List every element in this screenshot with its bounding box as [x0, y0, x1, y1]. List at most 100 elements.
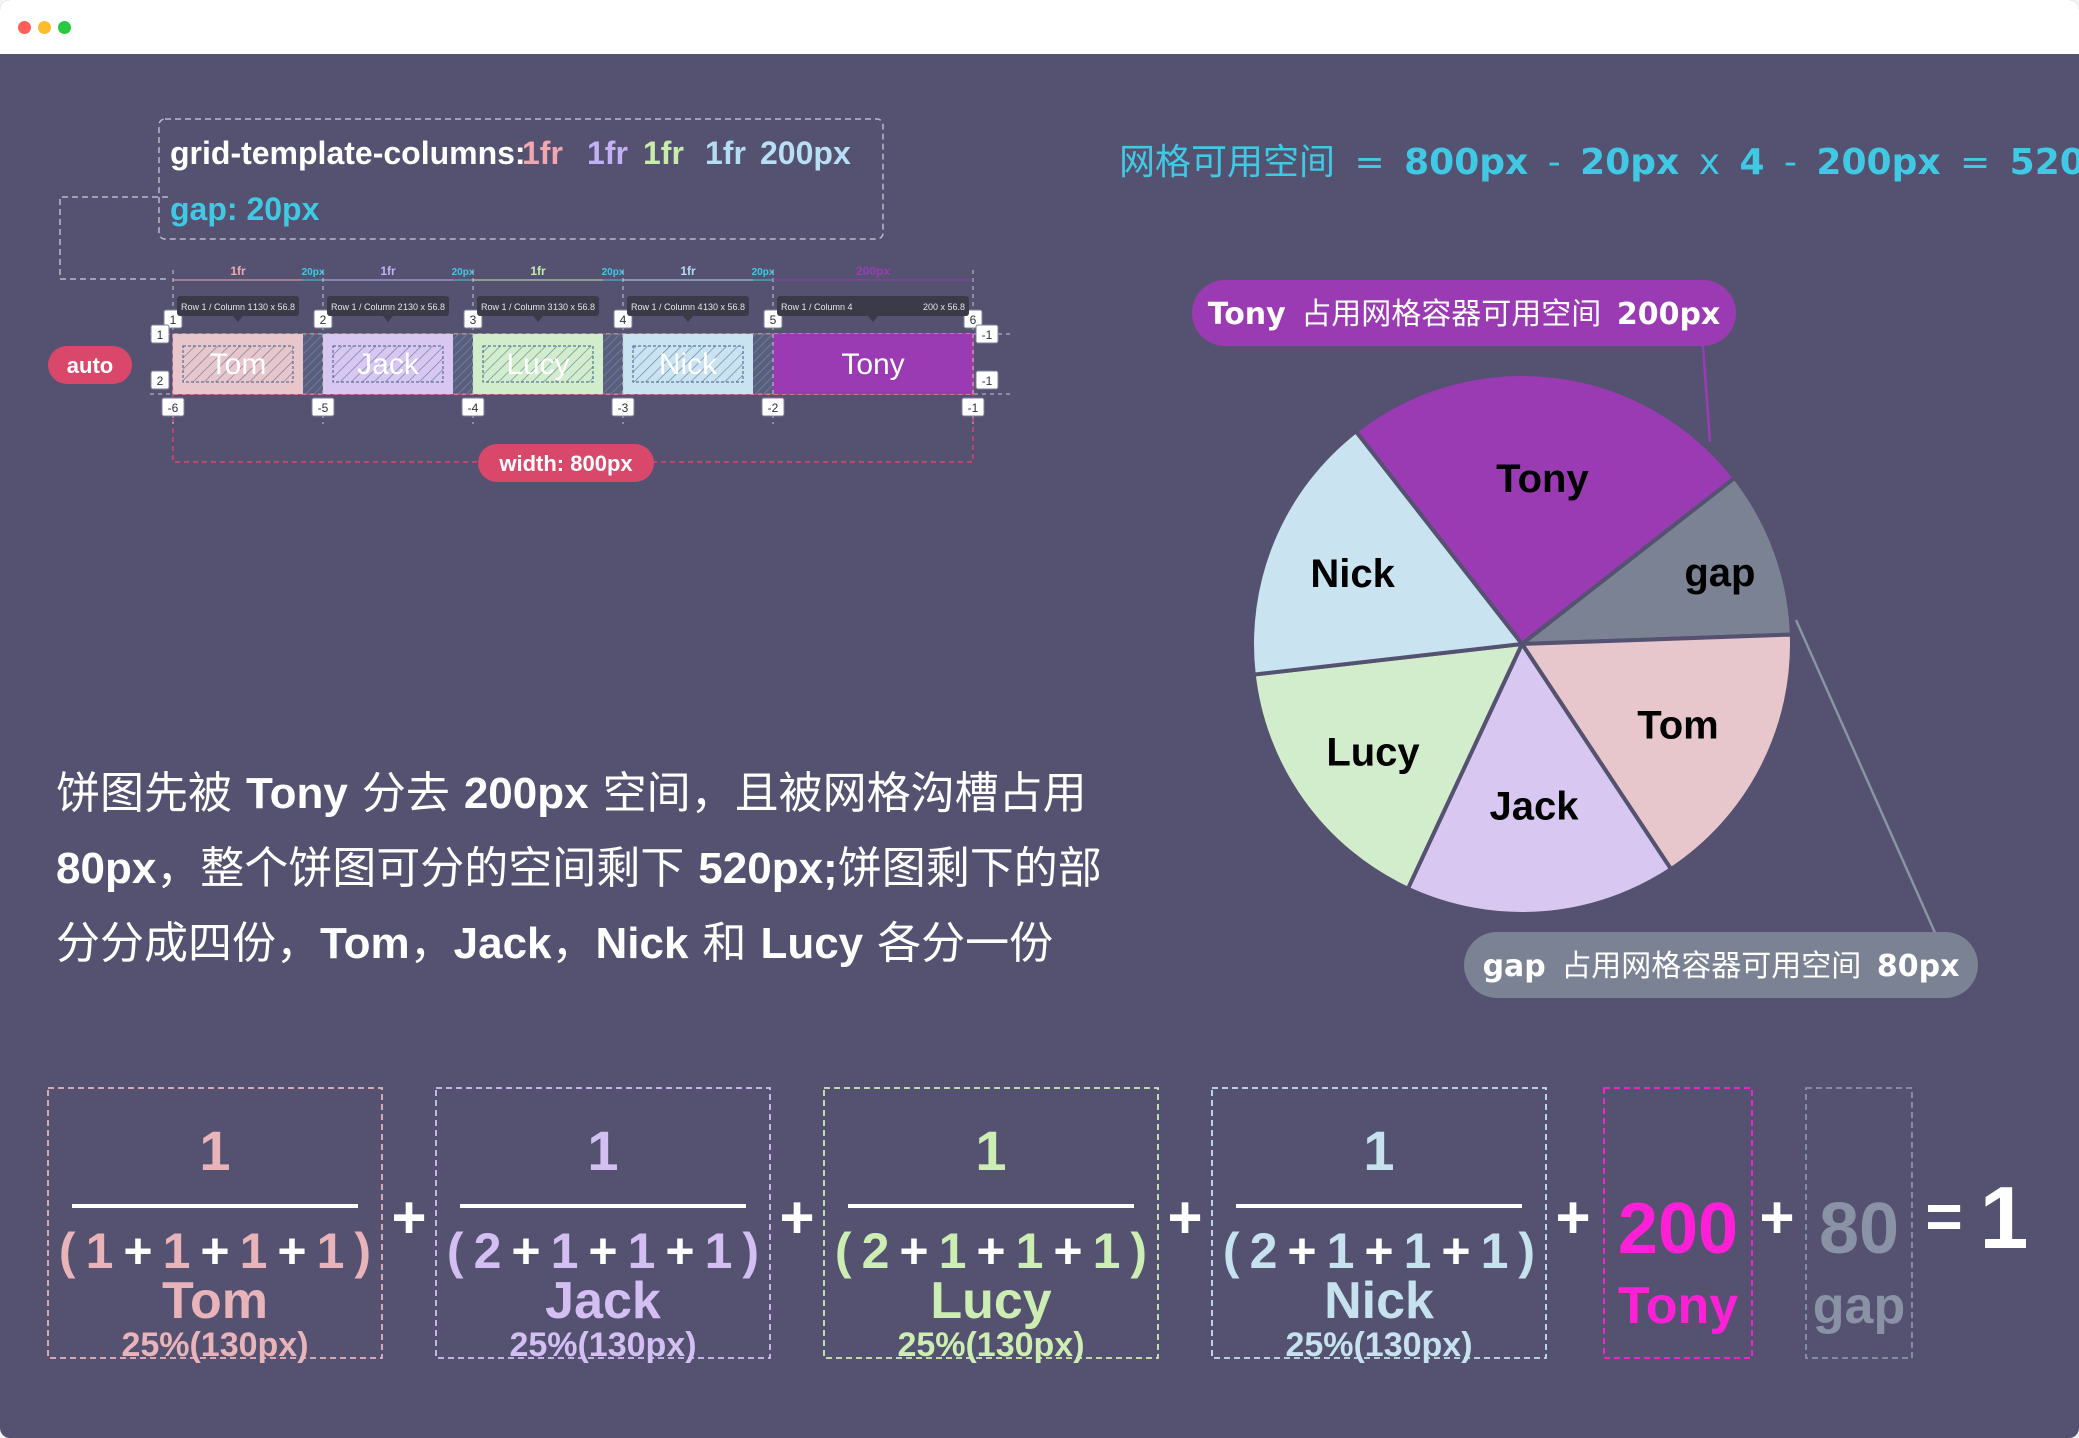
grid-cell-label: Nick: [659, 348, 718, 381]
plus-sign: +: [1287, 1223, 1316, 1279]
denominator-term: ): [1130, 1223, 1147, 1279]
gap-term-value: 80: [1819, 1189, 1899, 1269]
explanation-paragraph: 饼图先被 Tony 分去 200px 空间，且被网格沟槽占用 80px，整个饼图可…: [56, 768, 1102, 969]
row-line-number-right: [975, 370, 999, 390]
paragraph-bold-term: Jack: [454, 919, 552, 968]
grid-area-tag: [777, 296, 969, 316]
denominator-term: 1: [705, 1223, 733, 1279]
paragraph-line: 饼图先被 Tony 分去 200px 空间，且被网格沟槽占用: [56, 768, 1087, 819]
diagram-canvas: grid-template-columns: 1fr 1fr 1fr 1fr 2…: [47, 118, 2079, 1364]
tony-term-value: 200: [1618, 1189, 1738, 1269]
plus-sign: +: [277, 1223, 306, 1279]
fraction-percent: 25%(130px): [509, 1326, 696, 1364]
col-line-number-bottom: [461, 397, 485, 417]
grid-cell-tony: [773, 334, 973, 394]
paragraph-text: 分分成四份，: [56, 918, 320, 969]
col-line-number-bottom-label: -6: [168, 401, 179, 415]
grid-area-label: Row 1 / Column 4: [631, 302, 703, 312]
paragraph-bold-term: 80px: [56, 844, 157, 893]
paragraph-text: ，整个饼图可分的空间剩下: [156, 843, 698, 894]
plus-sign: +: [976, 1223, 1005, 1279]
code-box: [158, 118, 884, 240]
denominator-term: (: [447, 1223, 464, 1279]
denominator-term: (: [1223, 1223, 1240, 1279]
row-line-number-right-label: -1: [982, 374, 993, 388]
gap-term-box: [1805, 1087, 1913, 1359]
col-line-number-top-label: 6: [970, 313, 977, 327]
code-track-5: 200px: [760, 135, 851, 171]
pie-label-tony: Tony: [1496, 457, 1589, 501]
denominator-term: 1: [1481, 1223, 1509, 1279]
equation-plus: +: [779, 1184, 814, 1251]
col-line-number-bottom: [961, 397, 985, 417]
gap-size-label: 20px: [752, 267, 775, 278]
denominator-term: 1: [1404, 1223, 1432, 1279]
track-size-label: 1fr: [680, 264, 696, 278]
grid-cell-content-box: [632, 345, 744, 383]
col-line-number-bottom-label: -1: [968, 401, 979, 415]
paragraph-text: 饼图先被: [56, 768, 246, 819]
paragraph-text: 空间，且被网格沟槽占用: [589, 768, 1087, 819]
gap-size-label: 20px: [302, 267, 325, 278]
track-size-label: 1fr: [230, 264, 246, 278]
maximize-button[interactable]: [58, 21, 71, 34]
gap-callout-leader: [1794, 619, 1942, 945]
tony-term-box: [1603, 1087, 1753, 1359]
equation-plus: +: [1555, 1184, 1590, 1251]
paragraph-bold-term: Tony: [246, 769, 348, 818]
col-line-number-bottom: [161, 397, 185, 417]
plus-sign: +: [588, 1223, 617, 1279]
paragraph-text: 分去: [348, 768, 464, 819]
width-pill: width: 800px: [478, 444, 654, 482]
pie-label-tom: Tom: [1637, 703, 1718, 747]
width-label: width: 800px: [498, 451, 633, 476]
fraction-name: Lucy: [930, 1272, 1051, 1330]
fraction-denominator: (2+1+1+1): [1223, 1223, 1535, 1279]
pie-slice-nick: [1250, 429, 1524, 677]
grid-area-tag: [477, 296, 599, 316]
grid-area-tag-arrow: [683, 316, 693, 322]
gap-callout-text: gap 占用网格容器可用空间 80px: [1483, 949, 1960, 984]
fraction-percent: 25%(130px): [897, 1326, 1084, 1364]
fraction-name: Nick: [1324, 1272, 1434, 1330]
denominator-term: 1: [1327, 1223, 1355, 1279]
grid-area-size: 130 x 56.8: [403, 302, 445, 312]
plus-sign: +: [1441, 1223, 1470, 1279]
grid-area-tag: [327, 296, 449, 316]
row-line-number-right-label: -1: [982, 328, 993, 342]
fraction-name: Tom: [162, 1272, 268, 1330]
fraction-denominator: (1+1+1+1): [59, 1223, 371, 1279]
fraction-box: [47, 1087, 383, 1359]
close-button[interactable]: [18, 21, 31, 34]
grid-area-label: Row 1 / Column 3: [481, 302, 553, 312]
col-line-number-bottom-label: -3: [618, 401, 629, 415]
code-track-1: 1fr: [522, 135, 563, 171]
denominator-term: 1: [628, 1223, 656, 1279]
denominator-term: 2: [1250, 1223, 1278, 1279]
code-snippet: grid-template-columns: 1fr 1fr 1fr 1fr 2…: [59, 118, 884, 280]
col-line-number-bottom: [761, 397, 785, 417]
pie-slice-tom: [1520, 632, 1794, 872]
paragraph-text: 饼图剩下的部: [838, 843, 1102, 894]
equation-result: 1: [1980, 1168, 2029, 1267]
pie-label-gap: gap: [1684, 551, 1755, 595]
code-property: grid-template-columns:: [170, 135, 526, 171]
track-size-label: 1fr: [380, 264, 396, 278]
col-line-number-bottom-label: -2: [768, 401, 779, 415]
grid-area-size: 130 x 56.8: [703, 302, 745, 312]
denominator-term: 1: [939, 1223, 967, 1279]
denominator-term: ): [742, 1223, 759, 1279]
fraction-numerator: 1: [199, 1119, 230, 1182]
tony-term-label: Tony: [1618, 1277, 1738, 1335]
paragraph-line: 分分成四份，Tom，Jack，Nick 和 Lucy 各分一份: [56, 918, 1053, 969]
minimize-button[interactable]: [38, 21, 51, 34]
code-track-2: 1fr: [587, 135, 628, 171]
grid-cell-label: Lucy: [506, 348, 569, 381]
row-line-number-left-label: 2: [157, 374, 164, 388]
gap-size-label: 20px: [452, 267, 475, 278]
grid-area-tag: [177, 296, 299, 316]
